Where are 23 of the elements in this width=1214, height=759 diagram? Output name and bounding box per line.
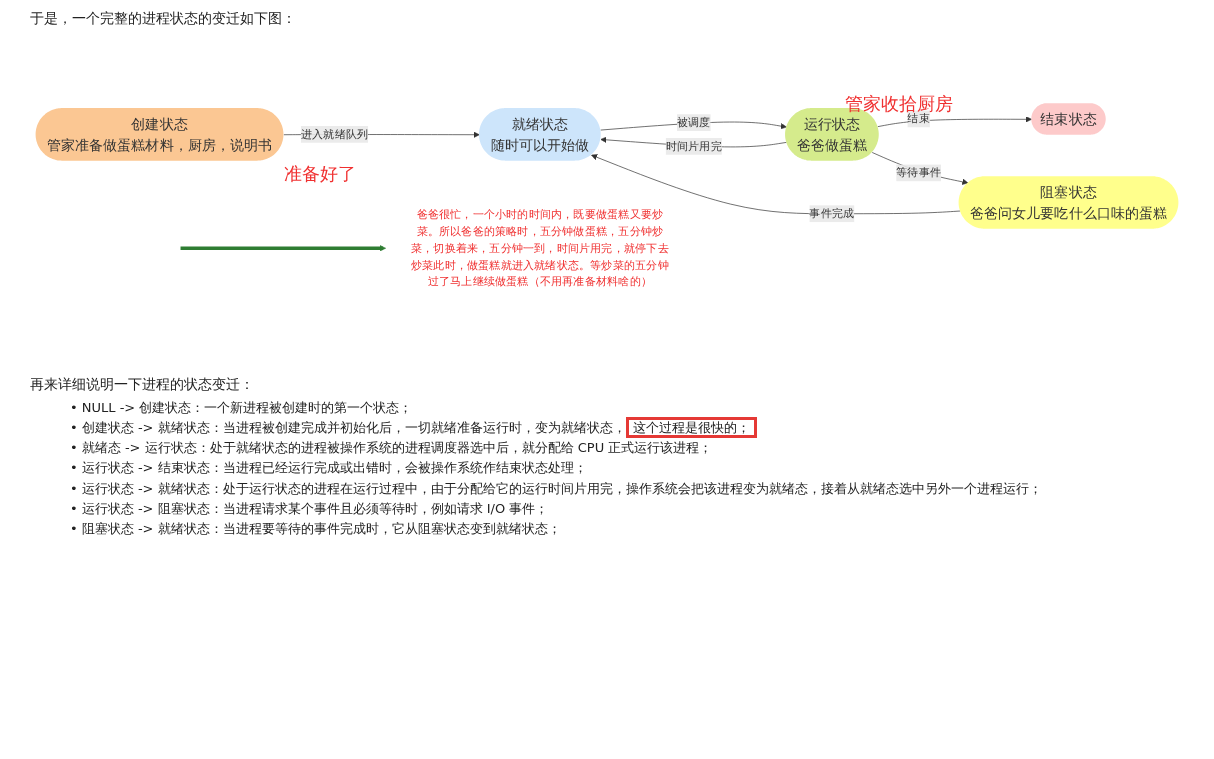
- list-item: • 就绪态 -> 运行状态：处于就绪状态的进程被操作系统的进程调度器选中后，就分配给 CPU 正式运行该进程；: [70, 439, 714, 458]
- node-box: 就绪状态 随时可以开始做: [479, 108, 601, 161]
- section-heading: 再来详细说明一下进程的状态变迁：: [30, 376, 255, 394]
- node-box: 阻塞状态 爸爸问女儿要吃什么口味的蛋糕: [958, 176, 1179, 229]
- list-item-text: • 创建状态 -> 就绪状态：当进程被创建完成并初始化后，一切就绪准备运行时，变为就绪状态，: [70, 420, 626, 436]
- arrow: [180, 245, 386, 252]
- annotation-text: 准备好了: [283, 162, 356, 186]
- list-item: • 阻塞状态 -> 就绪状态：当进程要等待的事件完成时，它从阻塞状态变到就绪状态；: [70, 519, 562, 538]
- edge-label: 等待事件: [896, 165, 942, 180]
- edge-label: 时间片用完: [665, 139, 722, 153]
- edge-label: 被调度: [677, 115, 711, 129]
- node-box: 创建状态 管家准备做蛋糕材料，厨房，说明书: [35, 108, 284, 161]
- list-item: • NULL -> 创建状态：一个新进程被创建时的第一个状态；: [70, 399, 414, 417]
- highlight-box: 这个过程是很快的；: [625, 417, 757, 439]
- edge-label: 事件完成: [809, 206, 855, 221]
- intro-text: 于是，一个完整的进程状态的变迁如下图：: [30, 10, 297, 28]
- node-box: 结束状态: [1031, 103, 1106, 135]
- edge-label: 结束: [907, 111, 930, 126]
- list-item: • 运行状态 -> 就绪状态：处于运行状态的进程在运行过程中，由于分配给它的运行时间片用完，操作系统会把该进程变为就绪态，接着从就绪态选中另外一个进程运行；: [70, 479, 1043, 498]
- list-item: • 运行状态 -> 阻塞状态：当进程请求某个事件且必须等待时，例如请求 I/O 事件；: [70, 499, 550, 518]
- node-text: 爸爸很忙，一个小时的时间内，既要做蛋糕又要炒菜。所以爸爸的策略时，五分钟做蛋糕，五分钟炒菜，切换着来，五分钟一到，时间片用完，就停下去炒菜此时，做蛋糕就进入就绪状态。等炒菜的五分钟过了马上继续做蛋糕（不用再准备材料啥的）: [410, 207, 669, 289]
- edge-label: 进入就绪队列: [300, 127, 369, 141]
- list-item: • 运行状态 -> 结束状态：当进程已经运行完成或出错时，会被操作系统作结束状态处理；: [70, 459, 588, 478]
